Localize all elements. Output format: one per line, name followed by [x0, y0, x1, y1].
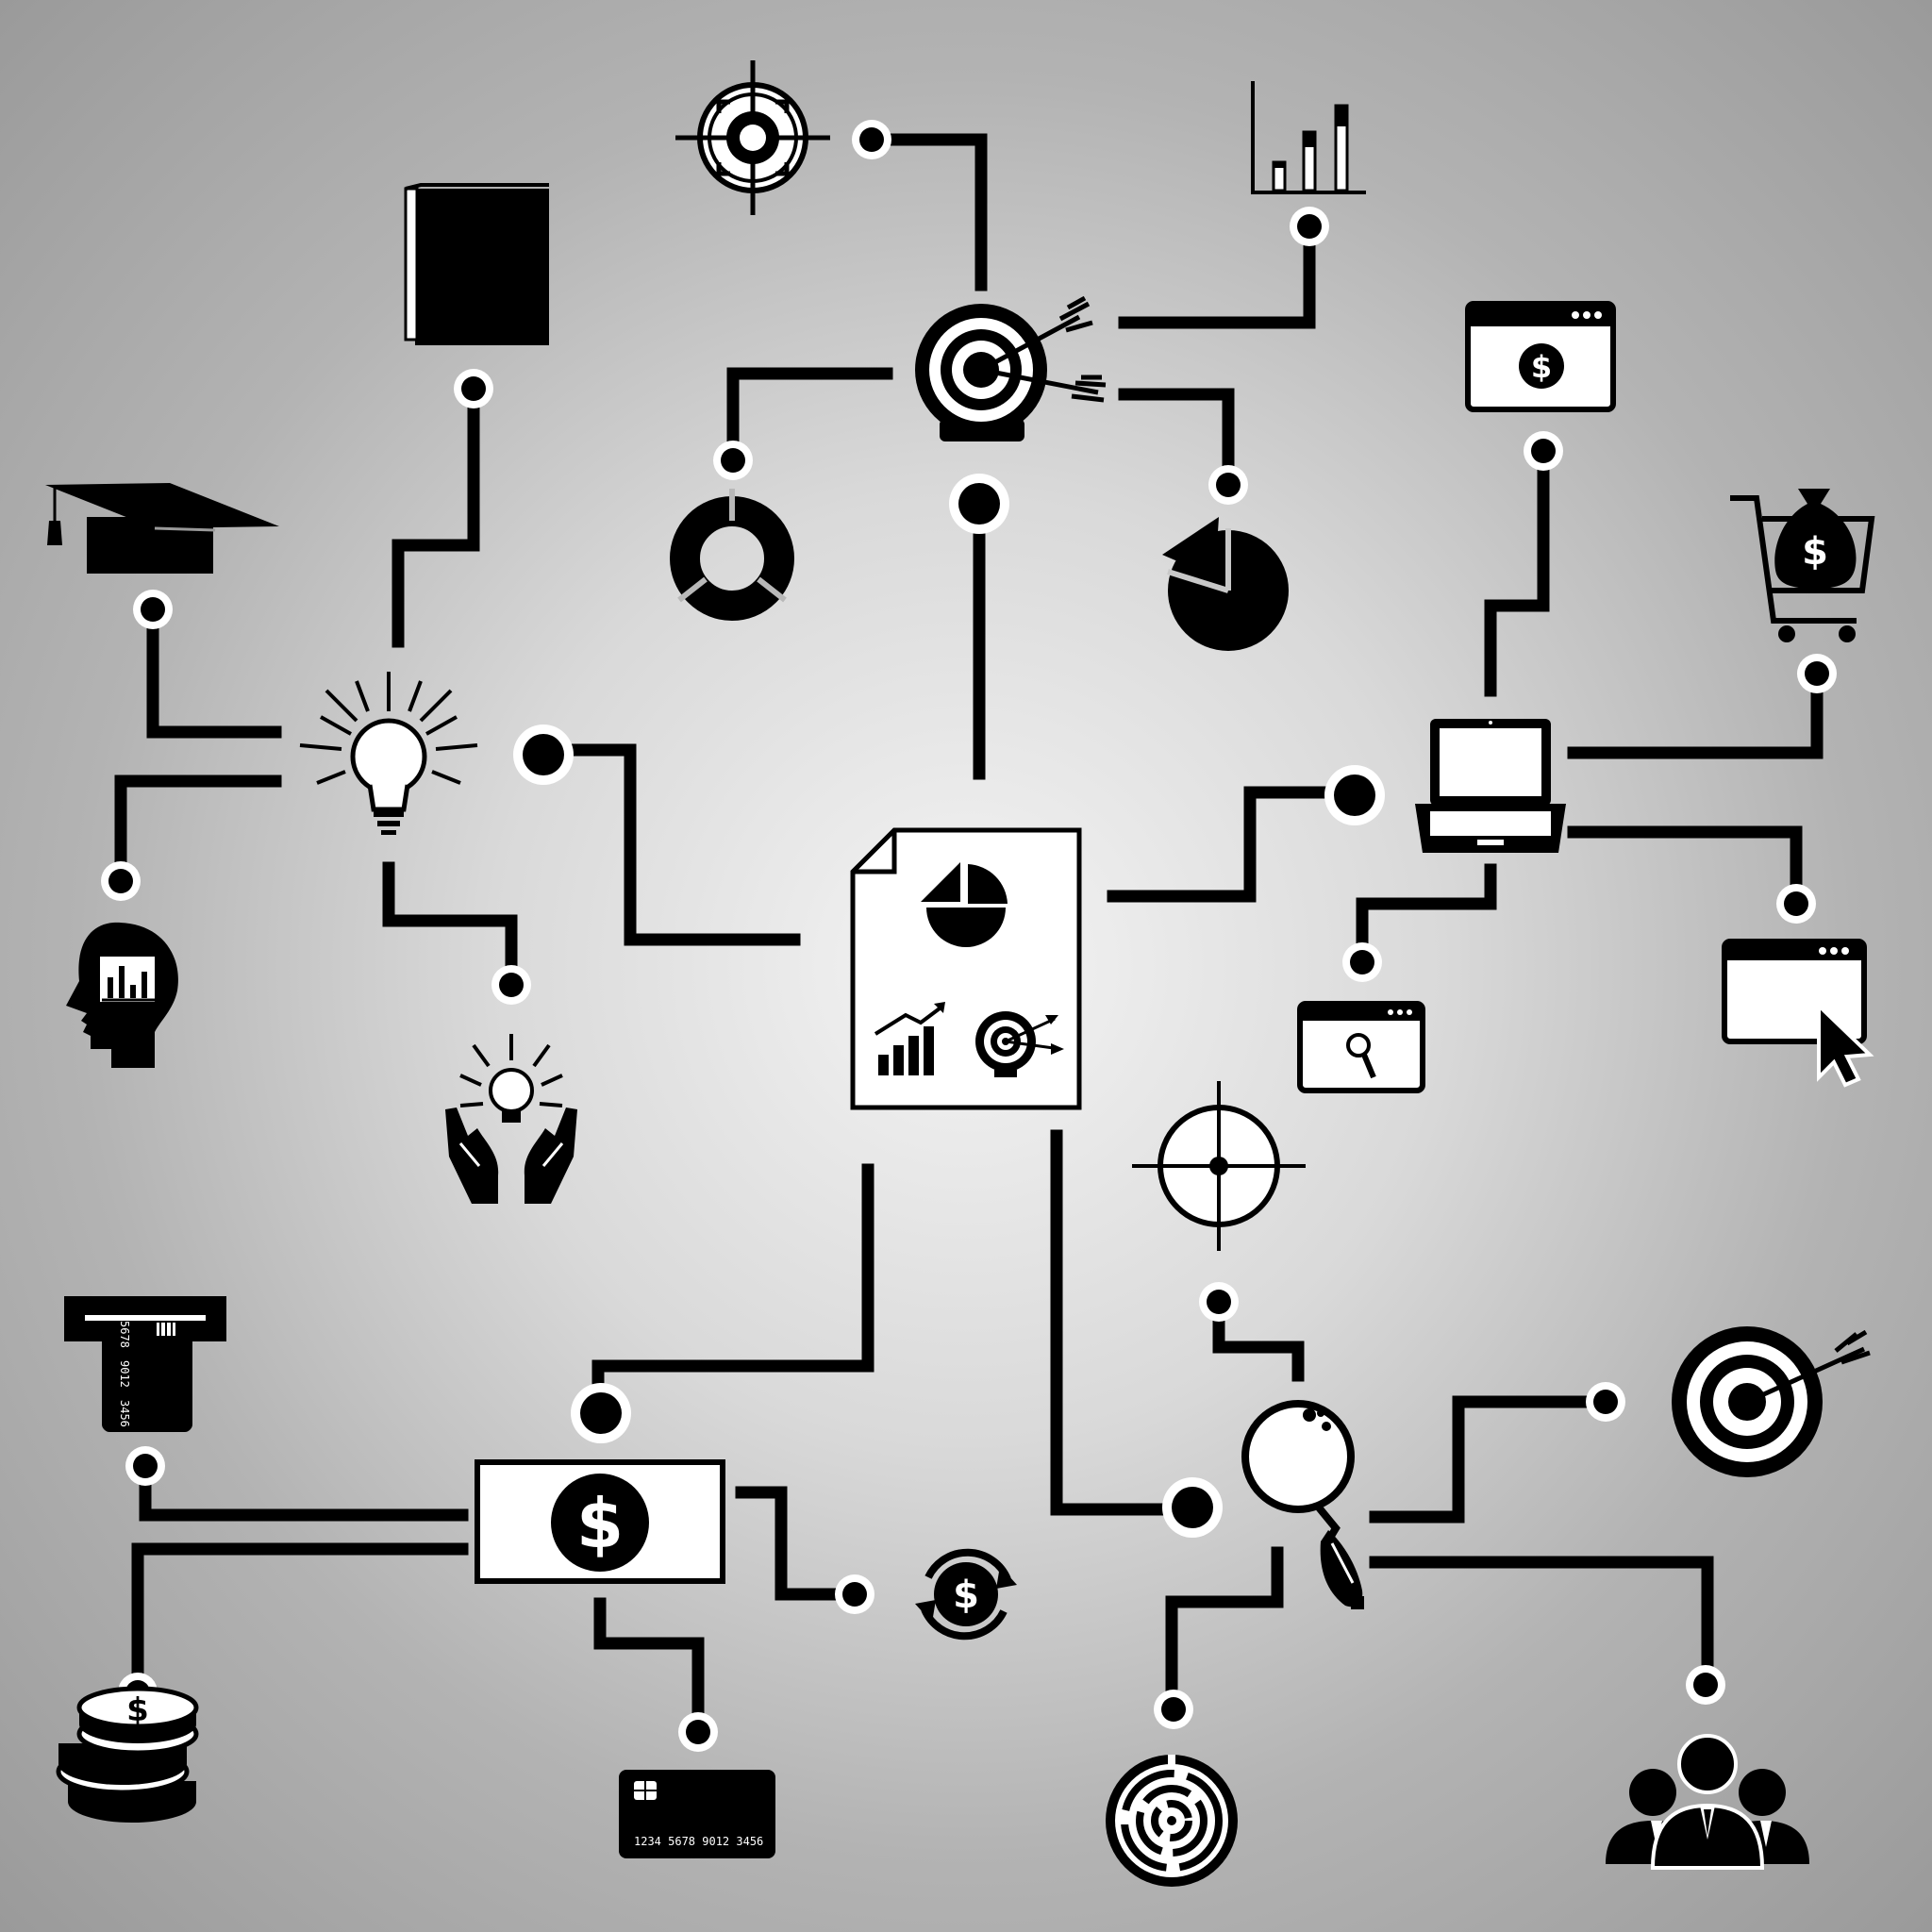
lightbulb-icon: [299, 672, 478, 835]
report-document-icon: [850, 827, 1082, 1110]
maze-target-icon: [1106, 1755, 1238, 1887]
crosshair-icon: [675, 60, 830, 215]
bar-chart-icon: [1251, 81, 1366, 194]
node-browser-cursor: [1776, 884, 1816, 924]
node-center-top: [949, 474, 1009, 534]
svg-text:$: $: [1802, 530, 1828, 574]
shopping-cart-money-icon: $: [1730, 489, 1875, 642]
node-dots: [101, 120, 1837, 1752]
coins-icon: $: [56, 1686, 199, 1823]
connector-target-pie: [1118, 388, 1235, 490]
connector-center-left: [550, 743, 801, 946]
svg-text:$: $: [1531, 349, 1552, 385]
connector-banknote-coins: [131, 1542, 469, 1695]
node-banknote-hub: [571, 1383, 631, 1443]
node-cycle: [835, 1574, 874, 1614]
node-laptop-hub: [1324, 765, 1385, 825]
connector-laptop-browser-cursor: [1567, 825, 1803, 910]
pie-chart-icon: [1162, 517, 1289, 651]
node-bulb-hub: [513, 724, 574, 785]
graduation-cap-icon: [45, 483, 279, 574]
connector-center-bottom-right: [1050, 1129, 1191, 1516]
scope-icon: [1132, 1081, 1306, 1251]
connector-scope-magnifier: [1212, 1295, 1305, 1382]
connector-laptop-cart: [1567, 669, 1824, 759]
browser-dollar-icon: $: [1465, 301, 1616, 412]
browser-search-icon: [1297, 1001, 1425, 1093]
node-cart: [1797, 654, 1837, 693]
connector-banknote-cycle: [735, 1486, 861, 1601]
connector-banknote-atm: [139, 1459, 469, 1522]
idea-hands-icon: [445, 1034, 577, 1204]
svg-text:$: $: [953, 1574, 979, 1617]
node-maze: [1154, 1690, 1193, 1729]
node-atm: [125, 1446, 165, 1486]
connector-magnifier-target: [1369, 1395, 1610, 1524]
node-team: [1686, 1665, 1725, 1705]
target-icon: [1672, 1326, 1871, 1477]
connector-target-donut: [726, 367, 893, 463]
node-browser-search: [1342, 942, 1382, 982]
credit-card-number: 1234 5678 9012 3456: [634, 1835, 763, 1848]
book-icon: [404, 183, 549, 345]
connectors: [114, 133, 1824, 1739]
node-cap: [133, 590, 173, 629]
node-head: [101, 861, 141, 901]
node-hands: [491, 965, 531, 1005]
browser-cursor-icon: [1722, 939, 1874, 1088]
target-arrows-icon: [915, 295, 1107, 441]
donut-chart-icon: [670, 489, 794, 621]
team-icon: [1606, 1734, 1809, 1870]
connector-center-bottom-left: [591, 1163, 874, 1412]
atm-card-icon: 5678 9012 3456: [64, 1296, 226, 1432]
connector-bulb-head: [114, 774, 282, 886]
connector-banknote-card: [593, 1597, 705, 1739]
node-pie: [1208, 465, 1248, 505]
connector-magnifier-maze: [1165, 1546, 1284, 1712]
connector-bulb-book: [391, 384, 480, 648]
node-card: [678, 1712, 718, 1752]
laptop-icon: [1415, 719, 1566, 853]
banknote-icon: $: [475, 1459, 725, 1584]
connector-laptop-browser-search: [1356, 863, 1497, 967]
connector-bulb-hands: [382, 861, 518, 991]
node-barchart: [1290, 207, 1329, 246]
node-browser-dollar: [1524, 431, 1563, 471]
node-book: [454, 369, 493, 408]
svg-text:$: $: [126, 1691, 149, 1729]
connector-bulb-cap: [146, 603, 282, 739]
node-scope: [1199, 1282, 1239, 1322]
atm-card-digits-3: 3456: [118, 1400, 131, 1427]
connector-laptop-browser-dollar: [1484, 444, 1550, 697]
connector-magnifier-team: [1369, 1556, 1714, 1686]
node-magnifier-hub: [1162, 1477, 1223, 1538]
credit-card-icon: 1234 5678 9012 3456: [619, 1770, 775, 1858]
magnifier-icon: [1241, 1400, 1364, 1609]
node-donut: [713, 441, 753, 480]
connector-target-barchart: [1118, 222, 1316, 329]
node-target-right: [1586, 1382, 1625, 1422]
connector-target-crosshair: [865, 133, 988, 291]
atm-card-digits-2: 9012: [118, 1360, 131, 1388]
connector-center-right: [1107, 786, 1351, 903]
dollar-cycle-icon: $: [915, 1548, 1017, 1641]
node-crosshair: [852, 120, 891, 159]
atm-card-digits-1: 5678: [118, 1321, 131, 1348]
head-analytics-icon: [66, 922, 178, 1068]
svg-text:$: $: [576, 1484, 624, 1563]
